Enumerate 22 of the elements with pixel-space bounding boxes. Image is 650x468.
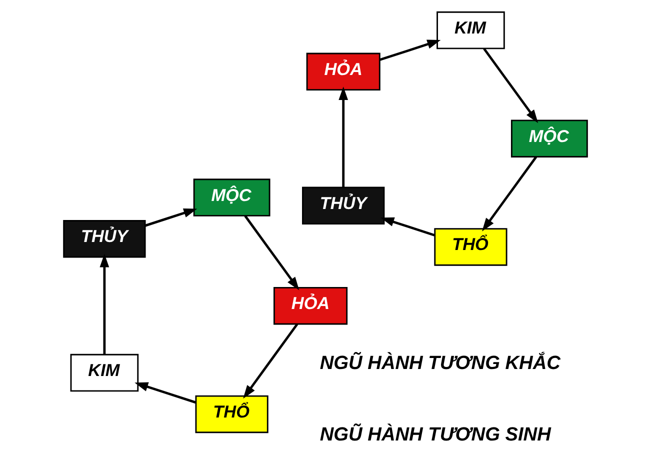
arrow	[144, 208, 197, 227]
node-box: THỦY	[62, 220, 146, 258]
arrow	[378, 40, 440, 61]
arrow	[99, 254, 109, 354]
node-box: THỔ	[194, 395, 268, 434]
label: NGŨ HÀNH TƯƠNG KHẮC	[319, 352, 560, 374]
arrow	[244, 215, 299, 290]
node-box: HỎA	[272, 286, 348, 325]
label: NGŨ HÀNH TƯƠNG SINH	[319, 424, 550, 446]
arrow	[242, 324, 298, 399]
node-box: MỘC	[510, 120, 588, 158]
arrow	[482, 156, 537, 232]
node-box: THỔ	[434, 228, 507, 266]
arrow	[134, 382, 196, 404]
arrow	[482, 48, 538, 124]
node-box: HỎA	[306, 52, 380, 91]
node-box: MỘC	[192, 178, 270, 216]
node-box: KIM	[70, 354, 138, 392]
arrow	[380, 217, 434, 236]
node-box: KIM	[436, 11, 504, 50]
arrow	[338, 86, 348, 188]
node-box: THỦY	[302, 186, 384, 224]
